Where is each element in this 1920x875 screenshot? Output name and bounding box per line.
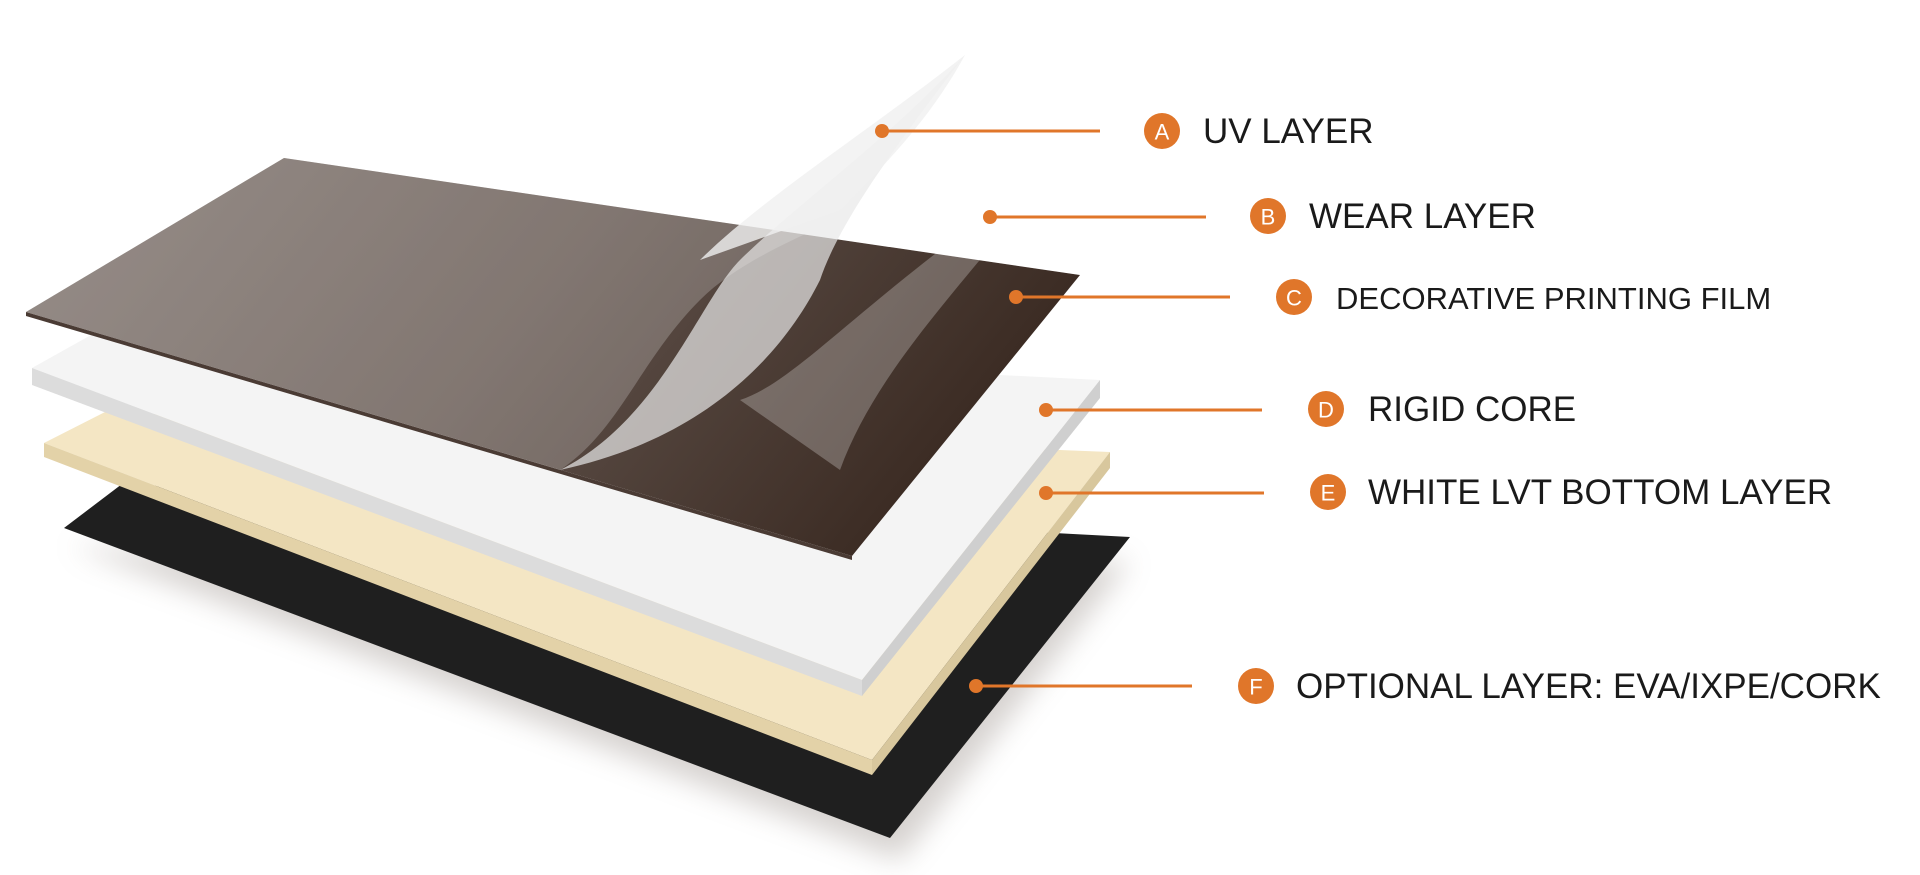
letter-badge <box>1308 391 1344 427</box>
anchor-dot <box>983 210 997 224</box>
anchor-dot <box>1039 403 1053 417</box>
layer-label: WEAR LAYER <box>1309 197 1536 236</box>
anchor-dot <box>1009 290 1023 304</box>
layer-label: RIGID CORE <box>1368 390 1576 429</box>
badge-letter: B <box>1261 205 1276 230</box>
badge-letter: A <box>1155 120 1170 145</box>
callout-e: E WHITE LVT BOTTOM LAYER <box>1039 473 1832 512</box>
layer-label: OPTIONAL LAYER: EVA/IXPE/CORK <box>1296 667 1881 706</box>
letter-badge <box>1276 279 1312 315</box>
anchor-dot <box>1039 486 1053 500</box>
callout-f: F OPTIONAL LAYER: EVA/IXPE/CORK <box>969 667 1881 706</box>
layer-label: WHITE LVT BOTTOM LAYER <box>1368 473 1832 512</box>
badge-letter: D <box>1318 398 1334 423</box>
layer-label: DECORATIVE PRINTING FILM <box>1336 281 1771 316</box>
callout-a: A UV LAYER <box>875 112 1374 151</box>
letter-badge <box>1250 198 1286 234</box>
layer-a-uv <box>560 55 965 470</box>
anchor-dot <box>969 679 983 693</box>
badge-letter: F <box>1249 675 1262 700</box>
layer-label: UV LAYER <box>1203 112 1374 151</box>
letter-badge <box>1310 474 1346 510</box>
badge-letter: E <box>1321 481 1336 506</box>
callout-b: B WEAR LAYER <box>983 197 1536 236</box>
anchor-dot <box>875 124 889 138</box>
badge-letter: C <box>1286 286 1302 311</box>
letter-badge <box>1144 113 1180 149</box>
callout-c: C DECORATIVE PRINTING FILM <box>1009 279 1771 316</box>
callout-d: D RIGID CORE <box>1039 390 1576 429</box>
letter-badge <box>1238 668 1274 704</box>
callouts: A UV LAYER B WEAR LAYER C DECORATIVE PRINTING… <box>875 112 1881 706</box>
